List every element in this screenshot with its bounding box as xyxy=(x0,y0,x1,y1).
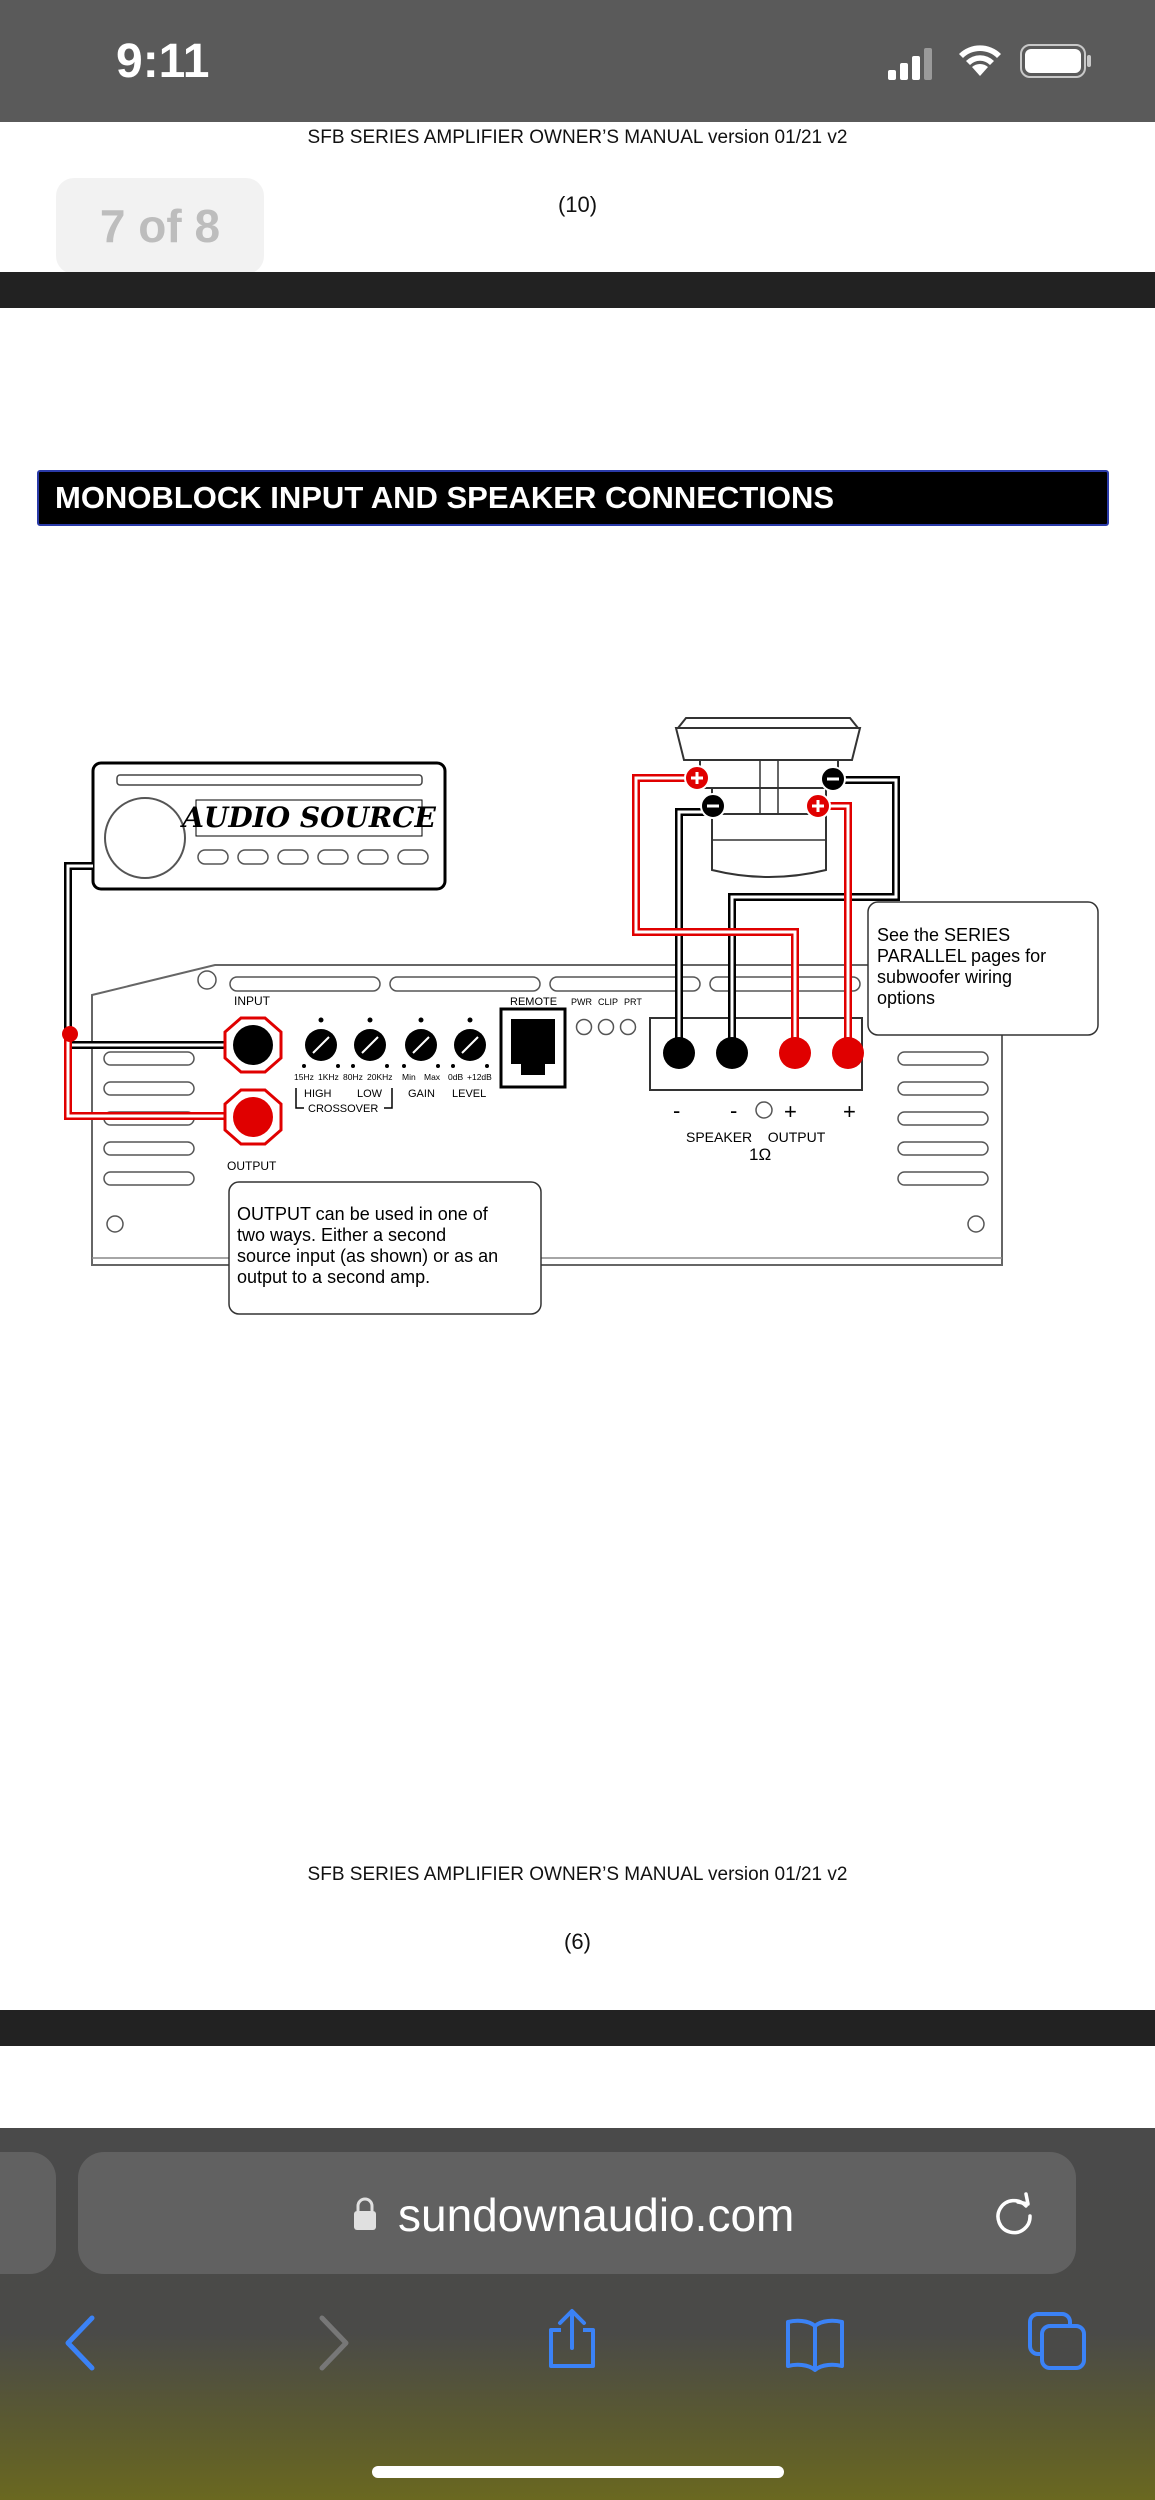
impedance-label: 1Ω xyxy=(749,1145,771,1164)
output-usage-callout xyxy=(228,1181,542,1315)
share-icon[interactable] xyxy=(541,2308,603,2370)
previous-tab-preview[interactable] xyxy=(0,2152,56,2274)
knob-label-low: LOW xyxy=(357,1088,383,1100)
terminal-sign: + xyxy=(784,1099,797,1124)
led-label-pwr: PWR xyxy=(571,997,592,1007)
knob-label-level: LEVEL xyxy=(452,1088,486,1100)
wifi-icon xyxy=(959,45,1001,76)
input-label: INPUT xyxy=(234,994,271,1008)
page-separator xyxy=(0,272,1155,308)
page-number: (6) xyxy=(564,1929,591,1954)
status-time: 9:11 xyxy=(116,35,210,88)
cellular-signal-icon xyxy=(888,48,932,80)
previous-page-header: SFB SERIES AMPLIFIER OWNER’S MANUAL vers… xyxy=(307,127,848,148)
page-footer-text: SFB SERIES AMPLIFIER OWNER’S MANUAL vers… xyxy=(307,1864,848,1885)
url-text[interactable]: sundownaudio.com xyxy=(398,2189,795,2241)
output-usage-note: OUTPUT can be used in one of two ways. E… xyxy=(237,1204,499,1287)
knob-scale-label: 80Hz xyxy=(343,1072,363,1082)
knob-scale-label: Min xyxy=(402,1072,416,1082)
audio-source-label: AUDIO SOURCE xyxy=(179,801,436,834)
knob-scale-label: Max xyxy=(424,1072,441,1082)
series-parallel-note: See the SERIES PARALLEL pages for subwoo… xyxy=(877,925,1047,1008)
lock-icon xyxy=(354,2197,376,2230)
subwoofer xyxy=(674,717,862,878)
battery-icon xyxy=(1020,44,1091,78)
knob-label-gain: GAIN xyxy=(408,1088,435,1100)
led-label-clip: CLIP xyxy=(598,997,618,1007)
amp-speaker-terminals xyxy=(663,1037,864,1119)
status-leds xyxy=(575,1018,637,1036)
knob-label-high: HIGH xyxy=(304,1088,332,1100)
led-label-prt: PRT xyxy=(624,997,642,1007)
reload-icon[interactable] xyxy=(990,2190,1038,2238)
crossover-knobs xyxy=(302,1017,489,1068)
previous-page-number: (10) xyxy=(557,192,598,217)
subwoofer-terminals xyxy=(684,765,846,819)
knob-scale-label: 15Hz xyxy=(294,1072,314,1082)
home-indicator[interactable] xyxy=(372,2466,784,2478)
knob-scale-label: 1KHz xyxy=(318,1072,339,1082)
knob-scale-label: 0dB xyxy=(448,1072,463,1082)
crossover-label: CROSSOVER xyxy=(308,1103,378,1115)
page-counter-badge: 7 of 8 xyxy=(56,178,264,274)
rca-wires xyxy=(62,862,250,1120)
remote-label: REMOTE xyxy=(510,996,557,1008)
forward-icon[interactable] xyxy=(300,2312,362,2374)
knob-scale-label: +12dB xyxy=(467,1072,492,1082)
knob-scale-label: 20KHz xyxy=(367,1072,393,1082)
terminal-sign: + xyxy=(843,1099,856,1124)
remote-port xyxy=(499,1007,567,1089)
bookmarks-icon[interactable] xyxy=(784,2312,846,2374)
audio-source-unit: AUDIO SOURCE xyxy=(91,761,447,891)
wiring-diagram: AUDIO SOURCE xyxy=(62,717,1099,1315)
output-rca-jack xyxy=(223,1088,283,1146)
page-separator xyxy=(0,2010,1155,2046)
tabs-icon[interactable] xyxy=(1026,2310,1088,2372)
status-bar: 9:11 xyxy=(0,0,1155,122)
section-title: MONOBLOCK INPUT AND SPEAKER CONNECTIONS xyxy=(37,470,1109,526)
terminal-sign: - xyxy=(730,1098,737,1123)
input-rca-jack xyxy=(223,1016,283,1074)
address-bar[interactable] xyxy=(78,2152,1076,2274)
series-parallel-callout xyxy=(867,901,1099,1036)
back-icon[interactable] xyxy=(52,2312,114,2374)
speaker-output-label: SPEAKER OUTPUT xyxy=(686,1129,826,1145)
output-label: OUTPUT xyxy=(227,1159,277,1173)
terminal-sign: - xyxy=(673,1098,680,1123)
